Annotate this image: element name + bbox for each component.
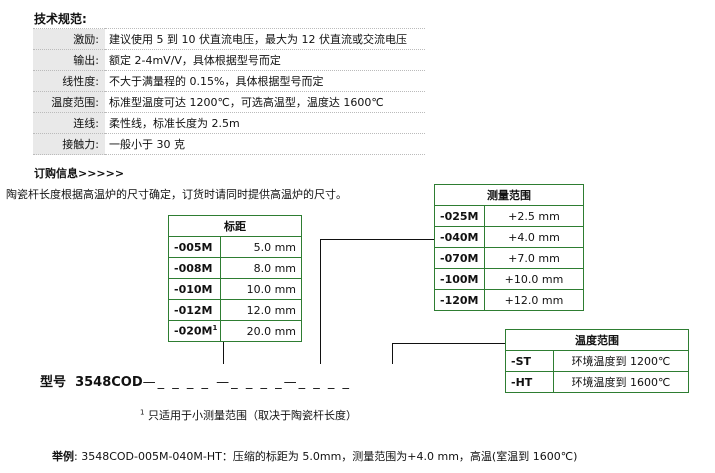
gauge-code: -020M1: [168, 320, 221, 342]
gauge-value: 5.0 mm: [220, 236, 302, 258]
temperature-range-header: 温度范围: [505, 329, 689, 351]
temp-connector-horizontal: [392, 343, 505, 344]
model-pattern: —_ _ _ _ —_ _ _ _—_ _ _ _: [142, 375, 351, 390]
range-row: -070M+7.0 mm: [434, 247, 584, 269]
range-code: -120M: [434, 289, 485, 311]
example-line: 举例: 3548COD-005M-040M-HT：压缩的标距为 5.0mm，测量…: [52, 448, 577, 464]
tech-spec-title: 技术规范:: [34, 12, 87, 26]
tech-spec-table: 激励:建议使用 5 到 10 伏直流电压，最大为 12 伏直流或交流电压输出:额…: [33, 28, 425, 155]
range-value: +10.0 mm: [484, 268, 584, 290]
gauge-code: -005M: [168, 236, 221, 258]
footnote: 1 只适用于小测量范围（取决于陶瓷杆长度）: [140, 407, 357, 423]
range-row: -100M+10.0 mm: [434, 268, 584, 290]
range-value: +4.0 mm: [484, 226, 584, 248]
example-label: 举例: [52, 450, 74, 463]
range-code: -025M: [434, 205, 485, 227]
spec-value: 额定 2-4mV/V，具体根据型号而定: [105, 49, 425, 71]
temp-code: -HT: [505, 371, 554, 393]
gauge-value: 20.0 mm: [220, 320, 302, 342]
footnote-text: 只适用于小测量范围（取决于陶瓷杆长度）: [144, 409, 357, 422]
spec-value: 一般小于 30 克: [105, 133, 425, 155]
model-number-line: 型号 3548COD—_ _ _ _ —_ _ _ _—_ _ _ _: [40, 371, 351, 390]
spec-row: 输出:额定 2-4mV/V，具体根据型号而定: [33, 49, 425, 71]
model-name: 3548COD: [75, 375, 143, 390]
spec-row: 温度范围:标准型温度可达 1200℃，可选高温型，温度达 1600℃: [33, 91, 425, 113]
gauge-value: 12.0 mm: [220, 299, 302, 321]
order-info-title: 订购信息>>>>>: [34, 167, 125, 180]
spec-row: 连线:柔性线，标准长度为 2.5m: [33, 112, 425, 134]
temp-value: 环境温度到 1200℃: [553, 350, 689, 372]
spec-key: 激励:: [33, 28, 105, 50]
gauge-connector-line: [223, 342, 224, 364]
spec-key: 温度范围:: [33, 91, 105, 113]
measuring-range-table: 测量范围 -025M+2.5 mm-040M+4.0 mm-070M+7.0 m…: [434, 184, 584, 311]
range-connector-vertical: [320, 239, 321, 364]
model-label: 型号: [40, 375, 67, 390]
range-row: -025M+2.5 mm: [434, 205, 584, 227]
order-intro-text: 陶瓷杆长度根据高温炉的尺寸确定，订货时请同时提供高温炉的尺寸。: [6, 188, 347, 201]
spec-value: 不大于满量程的 0.15%，具体根据型号而定: [105, 70, 425, 92]
range-code: -040M: [434, 226, 485, 248]
gauge-value: 8.0 mm: [220, 257, 302, 279]
range-connector-horizontal: [320, 239, 434, 240]
spec-key: 接触力:: [33, 133, 105, 155]
temp-connector-vertical: [392, 343, 393, 364]
range-row: -120M+12.0 mm: [434, 289, 584, 311]
spec-key: 线性度:: [33, 70, 105, 92]
spec-key: 连线:: [33, 112, 105, 134]
gauge-footnote-mark: 1: [212, 324, 218, 333]
temp-value: 环境温度到 1600℃: [553, 371, 689, 393]
range-value: +2.5 mm: [484, 205, 584, 227]
range-code: -100M: [434, 268, 485, 290]
range-row: -040M+4.0 mm: [434, 226, 584, 248]
spec-value: 建议使用 5 到 10 伏直流电压，最大为 12 伏直流或交流电压: [105, 28, 425, 50]
spec-key: 输出:: [33, 49, 105, 71]
spec-row: 线性度:不大于满量程的 0.15%，具体根据型号而定: [33, 70, 425, 92]
spec-value: 柔性线，标准长度为 2.5m: [105, 112, 425, 134]
gauge-value: 10.0 mm: [220, 278, 302, 300]
footnote-mark: 1: [140, 408, 145, 417]
range-value: +7.0 mm: [484, 247, 584, 269]
example-text: : 3548COD-005M-040M-HT：压缩的标距为 5.0mm，测量范围…: [74, 450, 578, 463]
spec-value: 标准型温度可达 1200℃，可选高温型，温度达 1600℃: [105, 91, 425, 113]
temp-code: -ST: [505, 350, 554, 372]
gauge-code: -010M: [168, 278, 221, 300]
measuring-range-header: 测量范围: [434, 184, 584, 206]
range-value: +12.0 mm: [484, 289, 584, 311]
gauge-code: -012M: [168, 299, 221, 321]
gauge-code: -008M: [168, 257, 221, 279]
spec-row: 接触力:一般小于 30 克: [33, 133, 425, 155]
range-code: -070M: [434, 247, 485, 269]
gauge-length-header: 标距: [168, 215, 302, 237]
spec-row: 激励:建议使用 5 到 10 伏直流电压，最大为 12 伏直流或交流电压: [33, 28, 425, 50]
